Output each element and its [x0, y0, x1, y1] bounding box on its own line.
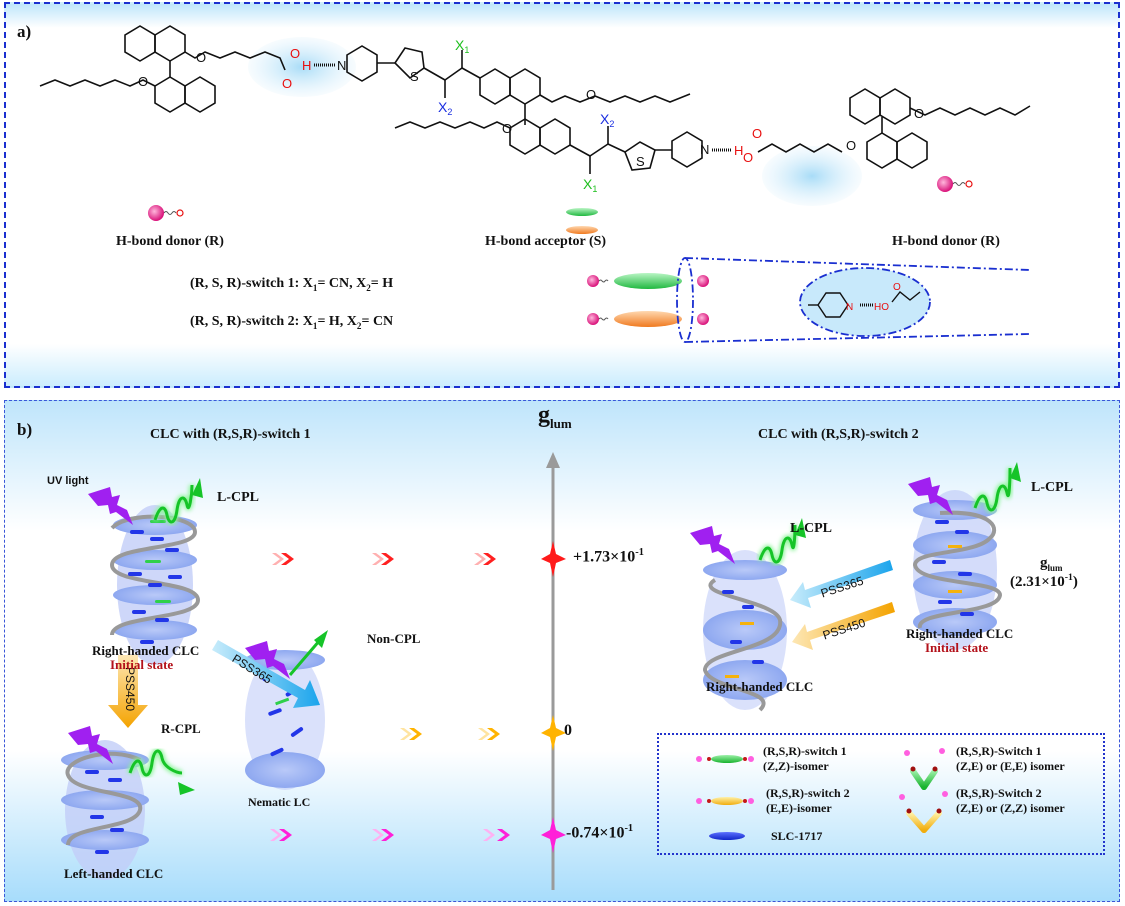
svg-text:HO: HO: [874, 302, 889, 313]
right-binaphthyl-donor: [757, 88, 1031, 169]
pss450-arrow-right: [792, 602, 895, 650]
svg-text:N: N: [700, 142, 709, 157]
legend-icon-slc1717: [709, 832, 745, 840]
hbond-highlight-right: [762, 146, 862, 206]
svg-text:H: H: [734, 143, 743, 158]
svg-text:S: S: [636, 154, 645, 169]
svg-text:O: O: [282, 76, 292, 91]
l-cpl-label-1: L-CPL: [217, 490, 259, 505]
lightning-icon-3: [245, 641, 290, 679]
right-handed-clc-label-2: Right-handed CLC: [706, 679, 814, 694]
right-handed-clc-label-1: Right-handed CLC: [92, 643, 200, 658]
pss365-arrow-right: [790, 560, 893, 608]
star-marker-positive: [541, 541, 566, 577]
pss450-arrow-down: [108, 655, 148, 728]
donor-icon-right: [937, 176, 973, 192]
legend-item-switch2-ee: (R,S,R)-switch 2(E,E)-isomer: [766, 786, 850, 815]
panel-b-label: b): [17, 420, 33, 439]
svg-text:O: O: [893, 282, 901, 293]
cpl-waves: [127, 467, 1013, 778]
svg-text:O: O: [914, 106, 924, 121]
left-title: CLC with (R,S,R)-switch 1: [150, 427, 311, 442]
initial-state-label-3: Initial state: [925, 640, 989, 655]
glum-level-negative: -0.74×10-1: [566, 823, 634, 842]
lightning-icon-1: [88, 487, 133, 525]
glum-initial-label: glum: [1040, 555, 1063, 573]
svg-text:S: S: [410, 69, 419, 84]
legend-icon-switch2-ee: [696, 797, 754, 805]
r-cpl-label: R-CPL: [161, 721, 201, 736]
legend-item-switch2-bent: (R,S,R)-Switch 2(Z,E) or (Z,Z) isomer: [956, 786, 1065, 815]
svg-text:O: O: [752, 126, 762, 141]
svg-text:N: N: [846, 302, 853, 313]
nematic-lc-column: [245, 650, 325, 790]
legend-box: (R,S,R)-switch 1(Z,Z)-isomer (R,S,R)-swi…: [657, 733, 1105, 855]
svg-text:O: O: [743, 150, 753, 165]
donor-right-label: H-bond donor (R): [892, 234, 1000, 249]
right-handed-clc-column-middle: [702, 550, 787, 712]
switch2-acceptor-icon: [566, 226, 598, 234]
glum-initial-value: (2.31×10-1): [1010, 572, 1078, 590]
chevrons-zero: [400, 728, 500, 740]
right-handed-clc-label-3: Right-handed CLC: [906, 626, 1014, 641]
legend-item-switch1-zz: (R,S,R)-switch 1(Z,Z)-isomer: [763, 744, 847, 773]
svg-text:O: O: [138, 74, 148, 89]
non-cpl-label: Non-CPL: [367, 631, 421, 646]
uv-lightning-icons: [68, 477, 953, 764]
switch1-definition: (R, S, R)-switch 1: X1= CN, X2= H: [190, 276, 394, 293]
nematic-lc-label: Nematic LC: [248, 795, 311, 809]
non-cpl-arrow: [288, 639, 322, 676]
pss450-label-left: PSS450: [123, 666, 138, 712]
glum-axis-arrowhead: [546, 452, 560, 468]
chevrons-negative: [270, 829, 510, 841]
panel-a-label: a): [17, 22, 32, 41]
svg-text:O: O: [586, 87, 596, 102]
switch1-acceptor-icon: [566, 208, 598, 216]
zoom-callout: [676, 257, 1031, 343]
legend-icon-switch1-bent: [904, 748, 945, 790]
l-cpl-label-3: L-CPL: [1031, 480, 1073, 495]
switch1-assembly-icon: [587, 273, 709, 289]
l-cpl-label-2: L-CPL: [790, 521, 832, 536]
glum-level-positive: +1.73×10-1: [573, 547, 644, 566]
glum-level-zero: 0: [564, 722, 572, 739]
lightning-icon-4: [690, 526, 735, 564]
svg-text:H: H: [302, 58, 311, 73]
left-handed-clc-column: [61, 740, 149, 880]
svg-text:O: O: [196, 50, 206, 65]
lightning-icon-2: [68, 726, 113, 764]
right-title: CLC with (R,S,R)-switch 2: [758, 427, 919, 442]
legend-icons: [696, 748, 948, 840]
initial-state-label-1: Initial state: [110, 657, 174, 672]
molecule-structure-drawing: O O O O H N S X1 X2 O O X2 X1 S N H O O: [39, 25, 1031, 343]
uv-light-label: UV light: [47, 475, 89, 487]
svg-text:O: O: [502, 121, 512, 136]
switch2-assembly-icon: [587, 311, 709, 327]
legend-item-slc1717: SLC-1717: [771, 829, 823, 843]
svg-text:O: O: [846, 138, 856, 153]
pyridine-acid-inset: [808, 291, 921, 318]
pss365-arrow-left: [212, 640, 320, 708]
switch2-definition: (R, S, R)-switch 2: X1= H, X2= CN: [190, 314, 394, 331]
lightning-icon-5: [908, 477, 953, 515]
svg-text:O: O: [290, 46, 300, 61]
legend-icon-switch1-zz: [696, 755, 754, 763]
chevrons-positive: [272, 553, 496, 565]
left-binaphthyl-donor: [39, 25, 286, 113]
legend-item-switch1-bent: (R,S,R)-Switch 1(Z,E) or (E,E) isomer: [956, 744, 1065, 773]
acceptor-core: [346, 45, 703, 174]
svg-text:N: N: [337, 58, 346, 73]
star-marker-negative: [541, 817, 566, 853]
panel-a-molecular-structures: [4, 2, 1120, 388]
acceptor-label: H-bond acceptor (S): [485, 234, 607, 249]
hbond-highlight-left: [248, 37, 356, 97]
left-handed-clc-label: Left-handed CLC: [64, 866, 164, 881]
right-handed-clc-column-left: [109, 505, 201, 665]
legend-icon-switch2-bent: [899, 791, 948, 833]
donor-left-label: H-bond donor (R): [116, 234, 224, 249]
star-marker-zero: [541, 715, 566, 751]
donor-icon-left: [148, 205, 184, 221]
glum-axis-label: glum: [538, 402, 572, 431]
